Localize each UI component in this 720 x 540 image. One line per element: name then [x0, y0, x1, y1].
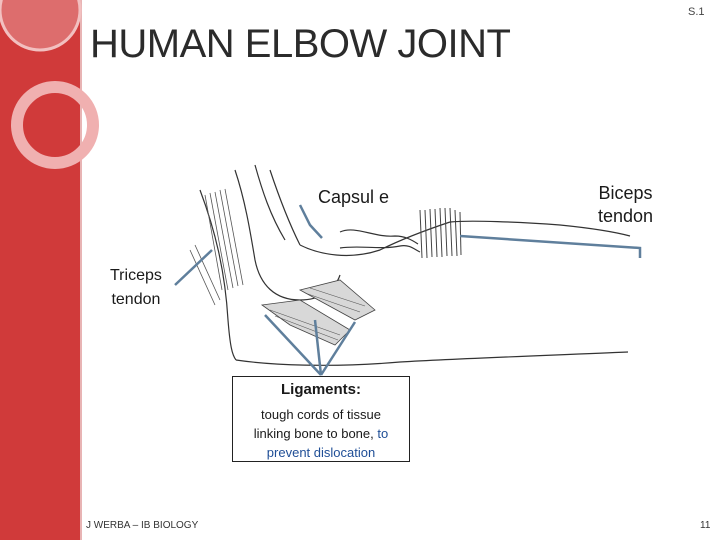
biceps-label-line1: Biceps — [598, 183, 653, 203]
ligament-pointer-3 — [319, 321, 357, 376]
forearm-top-edge — [299, 221, 451, 257]
slide-id: S.1 — [688, 6, 705, 18]
ligament-pointer-1 — [264, 314, 322, 376]
deco-circle-ring — [11, 81, 99, 169]
page-number: 11 — [700, 520, 711, 531]
upper-arm-front-edge — [269, 169, 301, 246]
ligaments-line2: linking bone to bone, to — [233, 424, 409, 443]
triceps-fibers — [189, 188, 244, 306]
upper-arm-back-edge — [199, 189, 237, 361]
ligaments-line1: tough cords of tissue — [261, 407, 381, 422]
ligaments-accent-1: to — [377, 426, 389, 441]
deco-circle-filled — [0, 0, 80, 50]
biceps-label-line2: tendon — [598, 206, 654, 226]
deco-circle-outline-top — [0, 0, 82, 52]
biceps-pointer — [459, 234, 642, 258]
ligament-hatching — [269, 287, 366, 341]
ligaments-callout: Ligaments: tough cords of tissue linking… — [232, 376, 410, 462]
page-title: HUMAN ELBOW JOINT — [90, 22, 511, 66]
forearm-lower-edge — [235, 220, 631, 366]
ligament-bands — [260, 279, 376, 346]
footer-author: J WERBA – IB BIOLOGY — [86, 520, 199, 531]
ligaments-description: tough cords of tissue linking bone to bo… — [233, 405, 409, 462]
biceps-fibers — [419, 207, 462, 259]
capsule-pointer — [298, 204, 323, 239]
capsule-label: Capsul e — [318, 187, 390, 207]
triceps-pointer — [174, 249, 213, 286]
sidebar-edge — [80, 0, 82, 540]
decorative-circles — [0, 0, 99, 169]
ligaments-line2-text: linking bone to bone, — [253, 426, 374, 441]
biceps-tendon-label: Biceps tendon — [598, 182, 653, 228]
triceps-label-line2: tendon — [111, 291, 161, 308]
ligaments-accent-2: prevent dislocation — [266, 445, 376, 460]
radius-head — [339, 229, 421, 253]
triceps-label-line1: Triceps — [110, 267, 162, 284]
triceps-tendon-label: Triceps tendon — [110, 264, 162, 312]
upper-arm-outline — [199, 169, 451, 361]
pointer-lines — [174, 204, 642, 376]
ligament-pointer-2 — [313, 319, 323, 376]
ligaments-heading: Ligaments: — [280, 381, 361, 398]
